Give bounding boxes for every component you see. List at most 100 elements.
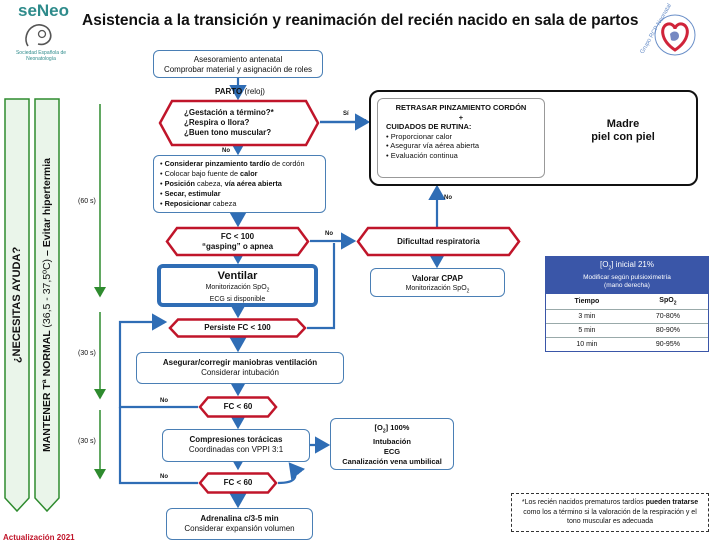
routine-item-text: Proporcionar calor (390, 131, 452, 141)
routine-item: • Proporcionar calor (386, 131, 452, 141)
spo2-target-table: [O2] inicial 21% Modificar según pulsiox… (545, 256, 709, 352)
footnote-bold: pueden tratarse (645, 499, 699, 506)
routine-title: RETRASAR PINZAMIENTO CORDÓN (395, 103, 527, 112)
step-item: • Colocar bajo fuente de calor (160, 169, 258, 178)
step-rest: cabeza, (195, 179, 225, 188)
cpap-title: Valorar CPAP (412, 274, 463, 283)
step-item: • Secar, estimular (160, 189, 221, 198)
update-label: Actualización 2021 (3, 533, 75, 542)
piel-text: piel con piel (591, 131, 655, 143)
routine-care-box: RETRASAR PINZAMIENTO CORDÓN + CUIDADOS D… (377, 98, 545, 178)
footnote-part: *Los recién nacidos prematuros tardíos (521, 499, 646, 506)
persist-hexagon: Persiste FC < 100 (168, 318, 307, 338)
routine-item: • Asegurar vía aérea abierta (386, 141, 480, 150)
col-spo2-text: SpO (659, 296, 674, 304)
step-item: • Reposicionar cabeza (160, 199, 237, 208)
row-time: 10 min (546, 337, 628, 351)
fc60-text: FC < 60 (223, 402, 253, 411)
help-banner: ¿NECESITAS AYUDA? (4, 98, 30, 512)
compressions-title: Compresiones torácicas (189, 435, 283, 444)
step-rest: de cordón (270, 159, 305, 168)
temp-range: (36,5 - 37,5ºC) (41, 258, 54, 328)
logo: seNeo (18, 1, 70, 20)
col-spo2: SpO2 (659, 296, 677, 306)
ventilate-title: Ventilar (217, 270, 258, 282)
adrenaline-box: Adrenalina c/3-5 min Considerar expansió… (166, 508, 313, 540)
intubation-text: Intubación (373, 436, 411, 446)
time-label: (60 s) (78, 198, 96, 205)
ventilate-box: Ventilar Monitorización SpO2 ECG si disp… (157, 264, 318, 307)
yes-label: Sí (343, 111, 349, 117)
fc100-hexagon: FC < 100“gasping” o apnea (165, 226, 310, 257)
step-rest: cabeza (210, 199, 237, 208)
spo2-head-hand: (mano derecha) (604, 281, 650, 289)
fc60-hexagon-2: FC < 60 (198, 472, 278, 494)
routine-item: • Evaluación continua (386, 150, 458, 160)
ventilate-ecg: ECG si disponible (209, 296, 266, 304)
parto-text: PARTO (215, 87, 243, 96)
antenatal-line-1: Asesoramiento antenatal (193, 55, 283, 64)
row-spo2: 70-80% (627, 308, 708, 324)
step-item: • Considerar pinzamiento tardío de cordó… (160, 159, 305, 168)
spo2-table-header: [O2] inicial 21% Modificar según pulsiox… (546, 257, 708, 294)
question-breath: ¿Respira o llora? (184, 118, 250, 127)
spo2-head-value: ] inicial 21% (611, 260, 654, 269)
no-label: No (160, 398, 168, 404)
row-spo2: 90-95% (627, 337, 708, 351)
row-time: 5 min (546, 322, 628, 338)
step-bold: Secar, estimular (164, 189, 221, 198)
temp-prefix: MANTENER Tª NORMAL (41, 330, 54, 453)
umbilical-text: Canalización vena umbilical (342, 456, 442, 466)
help-text: ¿NECESITAS AYUDA? (11, 246, 24, 364)
persist-text: Persiste FC < 100 (204, 323, 271, 332)
step-rest: Colocar bajo fuente de (164, 169, 241, 178)
oxygen-intubation-box: [O2] 100% Intubación ECG Canalización ve… (330, 418, 454, 470)
antenatal-line-2: Comprobar material y asignación de roles (163, 65, 313, 74)
footnote-part: como los a término si la valoración de l… (523, 508, 697, 526)
fc60-hexagon-1: FC < 60 (198, 396, 278, 418)
adrenaline-title: Adrenalina c/3-5 min (200, 514, 279, 523)
question-tone: ¿Buen tono muscular? (184, 128, 272, 137)
spo2-head-prefix: [O (600, 260, 609, 269)
respiratory-difficulty-hexagon: Dificultad respiratoria (356, 226, 521, 257)
ecg-text: ECG (383, 446, 401, 456)
cpap-box: Valorar CPAP Monitorización SpO2 (370, 268, 505, 297)
compressions-ratio: Coordinadas con VPPI 3:1 (188, 445, 284, 454)
antenatal-box: Asesoramiento antenatal Comprobar materi… (153, 50, 323, 78)
step-bold: Posición (164, 179, 196, 188)
no-label: No (444, 195, 452, 201)
routine-item-text: Asegurar vía aérea abierta (390, 141, 480, 150)
term-question-hexagon: ¿Gestación a término?* ¿Respira o llora?… (158, 99, 320, 147)
spo2-head-modify: Modificar según pulsioximetría (583, 273, 671, 281)
o2-value: ] 100% (385, 423, 410, 432)
mother-child-icon (25, 24, 52, 47)
initial-steps-box: • Considerar pinzamiento tardío de cordó… (153, 155, 326, 213)
footnote: *Los recién nacidos prematuros tardíos p… (511, 493, 709, 532)
temperature-banner: MANTENER Tª NORMAL (36,5 - 37,5ºC) – Evi… (34, 98, 60, 512)
correct-ventilation-title: Asegurar/corregir maniobras ventilación (162, 358, 318, 367)
no-label: No (222, 148, 230, 154)
time-label: (30 s) (78, 350, 96, 357)
fc60-text: FC < 60 (223, 478, 253, 487)
cpap-monitor: Monitorización SpO (405, 285, 467, 292)
time-label: (30 s) (78, 438, 96, 445)
question-term: ¿Gestación a término?* (184, 108, 274, 117)
routine-care-panel: RETRASAR PINZAMIENTO CORDÓN + CUIDADOS D… (369, 90, 698, 186)
col-time: Tiempo (574, 297, 600, 305)
no-label: No (160, 474, 168, 480)
step-bold: calor (240, 169, 258, 178)
correct-ventilation-box: Asegurar/corregir maniobras ventilación … (136, 352, 344, 384)
temp-suffix: – Evitar hipertermia (41, 157, 54, 257)
parto-label: PARTO (reloj) (215, 87, 265, 96)
madre-text: Madre (606, 118, 640, 130)
page-title: Asistencia a la transición y reanimación… (82, 12, 639, 29)
routine-subtitle: CUIDADOS DE RUTINA: (386, 122, 472, 131)
step-item: • Posición cabeza, vía aérea abierta (160, 179, 282, 188)
fc100-text: FC < 100 (220, 231, 255, 241)
row-spo2: 80-90% (627, 322, 708, 338)
heart-badge-icon (654, 14, 696, 56)
